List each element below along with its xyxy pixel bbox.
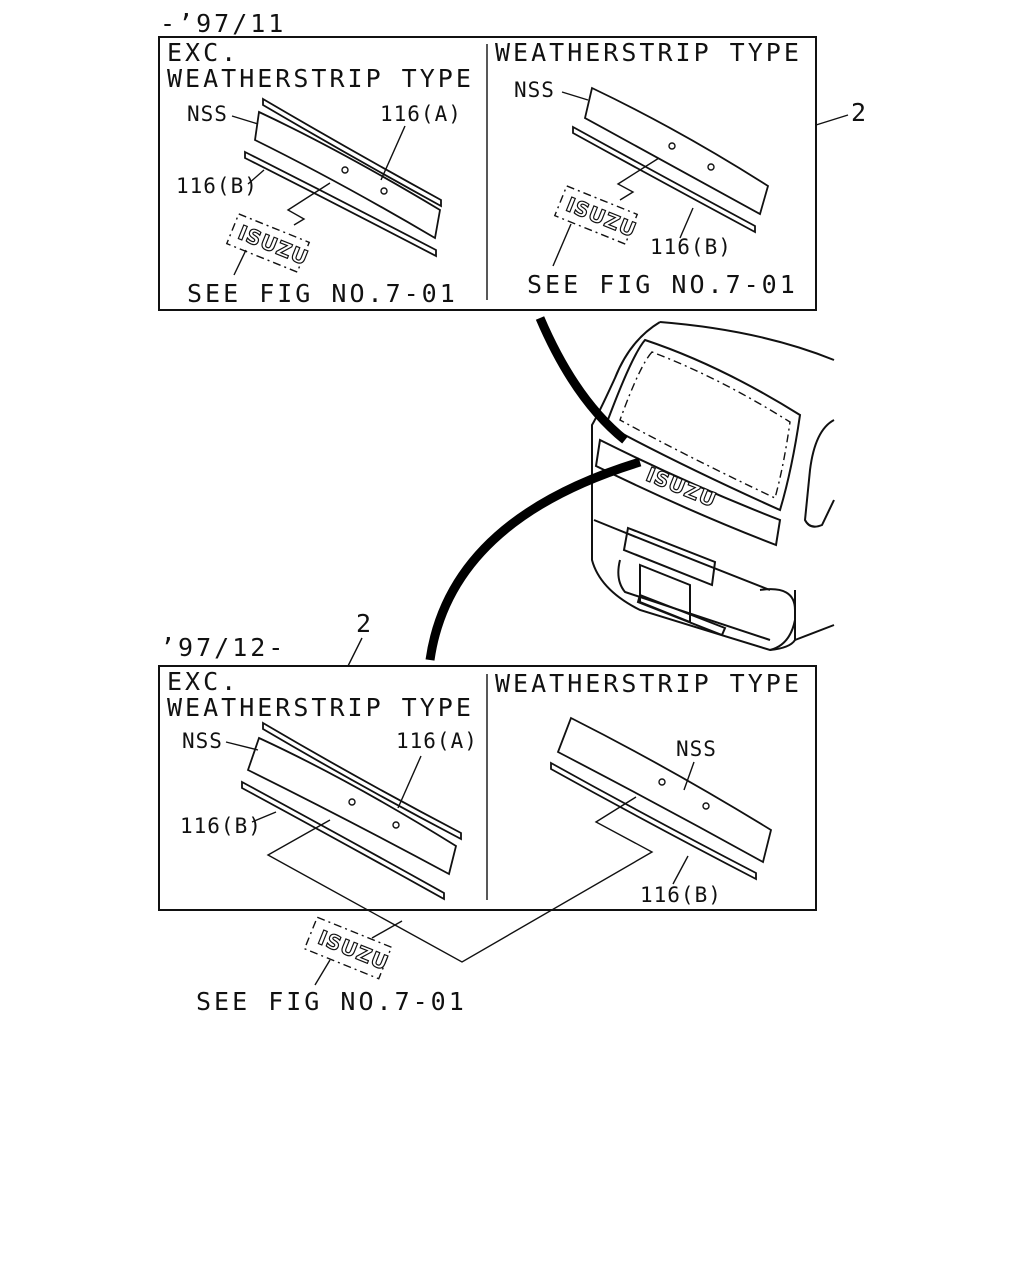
side-lower [794,624,835,641]
top-frame [158,36,817,311]
garnish-panel [556,716,773,864]
nss-label: NSS [514,78,555,102]
body-outline [591,321,796,652]
hole [392,821,400,829]
weatherstrip-116a [262,721,462,841]
weatherstrip-116b [572,125,756,234]
hole [348,798,356,806]
callout-curve-top [535,316,628,444]
nss-leader [231,115,259,125]
tail-lamp [759,588,796,651]
nss-leader [225,741,259,751]
garnish-panel [246,736,458,876]
see-fig-label: SEE FIG NO.7-01 [187,279,458,308]
bottom-left-panel: EXC. WEATHERSTRIP TYPE NSS 116(A) 116(B) [167,667,478,901]
hole [707,163,715,171]
top-ref-number: 2 [851,98,869,127]
hole [668,142,676,150]
shared-emblem-leader [266,796,654,963]
bumper-upper [617,559,771,641]
top-ref-leader [815,114,849,126]
116a-leader [380,125,406,181]
title: WEATHERSTRIP TYPE [495,669,802,698]
top-right-panel: WEATHERSTRIP TYPE NSS 116(B) SEE FIG NO.… [495,38,802,299]
part-116b-label: 116(B) [650,235,732,259]
hole [341,166,349,174]
hole [702,802,710,810]
nss-leader [561,91,589,101]
emblem-leader [371,920,403,939]
vehicle-rear-view: ISUZU [591,321,835,652]
hole [658,778,666,786]
glass-inner [619,351,791,499]
door-garnish [594,438,782,547]
nss-label: NSS [182,729,223,753]
garnish-panel [254,110,441,240]
116b-leader [247,169,265,185]
part-116b-label: 116(B) [640,883,722,907]
step [636,593,727,637]
part-116b-label: 116(B) [176,174,258,198]
weatherstrip-116b [244,150,437,258]
part-116a-label: 116(A) [380,102,462,126]
door-line [593,519,771,591]
116b-leader [251,811,277,823]
see-fig-leader [233,249,247,276]
116b-leader [672,855,689,885]
emblem-isuzu: ISUZU [225,213,313,273]
bottom-ref-leader [347,637,363,667]
bottom-see-fig-label: SEE FIG NO.7-01 [196,987,467,1016]
side-window [803,419,835,528]
hole [380,187,388,195]
nss-label: NSS [676,737,717,761]
top-left-panel: EXC. WEATHERSTRIP TYPE NSS 116(A) 116(B)… [167,38,474,308]
emblem-leader [286,182,331,226]
see-fig-label: SEE FIG NO.7-01 [527,270,798,299]
title-line1: EXC. [167,38,239,67]
see-fig-leader [552,223,572,267]
top-period-label: -’97/11 [160,9,286,38]
garnish-panel [583,86,770,216]
rear-glass [604,338,802,512]
title-line2: WEATHERSTRIP TYPE [167,64,474,93]
see-fig-leader [314,959,331,986]
title-line2: WEATHERSTRIP TYPE [167,693,474,722]
bottom-ref-number: 2 [356,609,374,638]
part-116a-label: 116(A) [396,729,478,753]
weatherstrip-116b [550,761,757,881]
emblem-isuzu: ISUZU [303,916,393,980]
bottom-period-label: ’97/12- [160,633,286,662]
116b-leader [679,207,694,239]
roof-line [659,321,835,361]
title-line1: EXC. [167,667,239,696]
bottom-frame [158,665,817,911]
emblem-leader [616,157,660,201]
weatherstrip-116a [262,97,442,208]
weatherstrip-116b [241,780,445,901]
emblem-on-vehicle: ISUZU [642,462,721,513]
license-lamp-bar [622,526,717,587]
svg-text:ISUZU: ISUZU [643,462,720,512]
nss-label: NSS [187,102,228,126]
callout-curve-bottom [425,457,642,661]
title: WEATHERSTRIP TYPE [495,38,802,67]
part-116b-label: 116(B) [180,814,262,838]
nss-leader [683,761,695,791]
116a-leader [397,755,422,809]
bottom-right-panel: WEATHERSTRIP TYPE NSS 116(B) [495,669,802,907]
